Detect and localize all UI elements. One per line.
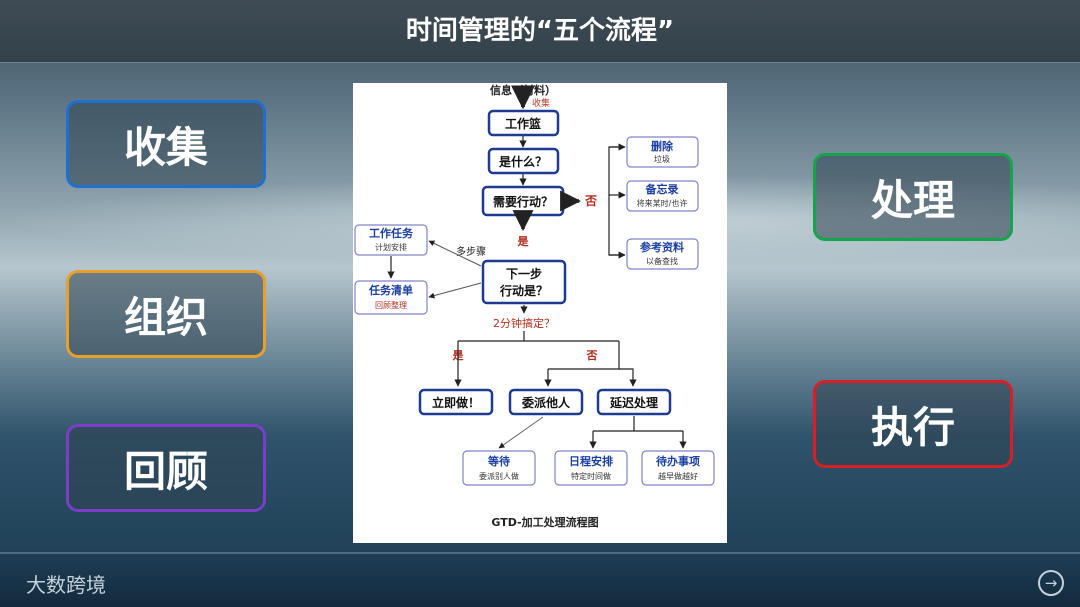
flowchart-caption: GTD-加工处理流程图 (491, 515, 598, 529)
yes-label: 是 (517, 235, 530, 248)
execute-box[interactable]: 执行 (813, 380, 1013, 468)
reference-sub: 以备查找 (646, 256, 678, 266)
reference-box (626, 238, 699, 270)
inbox-label: 工作篮 (505, 116, 541, 131)
arrow-right-circle-icon[interactable]: → (1038, 570, 1064, 596)
no-label-2: 否 (586, 349, 598, 362)
delete-box (626, 136, 699, 168)
arrow (428, 282, 482, 299)
todo-title: 待办事项 (655, 454, 700, 468)
reference-title: 参考资料 (640, 240, 684, 254)
flowchart-svg: 信息（材料） 收集 工作篮 是什么？ 需要行动？ 否 删除 垃圾 (354, 83, 715, 529)
do-now-label: 立即做！ (432, 395, 480, 410)
delegate-label: 委派他人 (521, 395, 571, 410)
memo-sub: 将来某时/也许 (637, 198, 688, 208)
delete-sub: 垃圾 (654, 154, 670, 164)
need-action-label: 需要行动？ (493, 194, 553, 209)
process-box[interactable]: 处理 (813, 153, 1013, 241)
do-now-box (418, 388, 494, 416)
delegate-box (508, 388, 584, 416)
arrow (619, 368, 637, 387)
arrow (428, 240, 482, 267)
todo-box (641, 450, 715, 486)
inbox-box (487, 109, 560, 137)
memo-box (626, 180, 699, 212)
no-label: 否 (584, 194, 597, 208)
what-label: 是什么？ (498, 154, 547, 169)
schedule-box (554, 450, 628, 486)
slide-title: 时间管理的“五个流程” (405, 16, 675, 46)
two-minute-label: 2分钟搞定？ (493, 316, 555, 330)
task-list-sub: 回顾整理 (375, 300, 407, 310)
wait-sub: 委派别人做 (479, 471, 519, 481)
connector-line (548, 341, 620, 370)
organize-box[interactable]: 组织 (66, 270, 266, 358)
next-step-box (481, 259, 567, 305)
wait-title: 等待 (487, 454, 510, 468)
title-bar (0, 0, 1080, 63)
defer-label: 延迟处理 (609, 395, 658, 410)
collect-note: 收集 (532, 97, 550, 109)
next-step-line1: 下一步 (506, 266, 542, 281)
schedule-sub: 特定时间做 (571, 471, 611, 481)
task-list-box (354, 280, 428, 315)
what-box (487, 147, 560, 175)
collect-box[interactable]: 收集 (66, 100, 266, 188)
memo-title: 备忘录 (645, 182, 679, 196)
todo-sub: 越早做越好 (658, 471, 698, 481)
next-step-line2: 行动是？ (499, 283, 548, 298)
info-label: 信息（材料） (490, 83, 556, 97)
bottom-bar (0, 552, 1080, 607)
wait-box (462, 450, 536, 486)
gtd-flowchart: 信息（材料） 收集 工作篮 是什么？ 需要行动？ 否 删除 垃圾 (353, 83, 727, 543)
schedule-title: 日程安排 (569, 454, 613, 468)
work-task-box (354, 224, 428, 256)
review-box[interactable]: 回顾 (66, 424, 266, 512)
multi-step-label: 多步骤 (456, 245, 486, 258)
brand-logo: 大数跨境 (26, 573, 106, 597)
arrow (498, 416, 544, 449)
defer-box (596, 388, 672, 416)
bracket-line (608, 146, 621, 256)
delete-title: 删除 (651, 139, 674, 153)
task-list-title: 任务清单 (368, 283, 413, 297)
work-task-title: 工作任务 (369, 226, 414, 240)
work-task-sub: 计划安排 (375, 242, 407, 252)
